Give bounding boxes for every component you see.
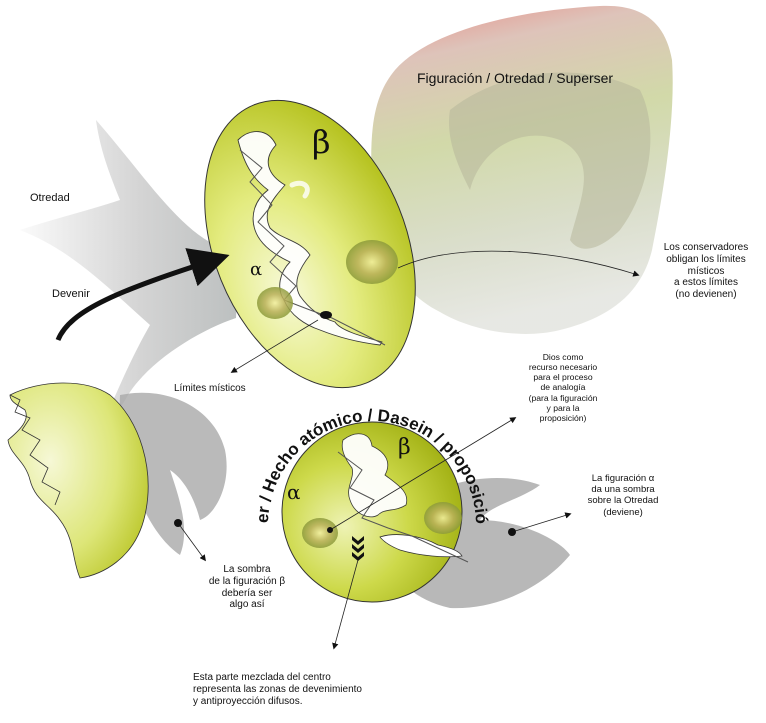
bottom-sphere-cut-2	[379, 534, 463, 558]
bottom-sphere-zigzag	[337, 451, 469, 563]
conservadores-note: Los conservadores obligan los límites mí…	[663, 242, 749, 301]
limites-misticos-label: Límites místicos	[174, 383, 246, 394]
dot-dios	[327, 527, 333, 533]
blob-inner-band	[449, 72, 651, 249]
pointer-sombra-beta	[177, 522, 206, 562]
beta-top-label: β	[312, 123, 331, 161]
bottom-sphere-cut	[341, 433, 408, 518]
top-sphere-cut	[237, 131, 383, 346]
pointer-limites	[230, 319, 319, 373]
top-eye	[320, 311, 332, 319]
beta-bottom-label: β	[398, 435, 411, 460]
center-chevrons-icon	[352, 536, 364, 561]
top-nucleus-right	[346, 240, 398, 284]
sombra-beta-note: La sombra de la figuración β debería ser…	[208, 564, 286, 611]
broken-half-sphere	[7, 382, 149, 579]
otredad-label: Otredad	[30, 192, 70, 204]
alpha-top-label: α	[250, 259, 263, 280]
centro-note: Esta parte mezclada del centro represent…	[193, 672, 362, 707]
pointer-centro	[332, 559, 359, 650]
dot-sombra-beta	[174, 519, 182, 527]
dios-note: Dios como recurso necesario para el proc…	[528, 352, 598, 423]
dot-sombra-alpha	[508, 528, 516, 536]
otredad-funnel	[20, 120, 240, 430]
top-sphere-highlight	[289, 180, 310, 199]
pointer-sombra-alpha	[511, 512, 572, 533]
beta-shadow	[119, 392, 227, 555]
figuracion-title: Figuración / Otredad / Superser	[417, 70, 614, 86]
sombra-alpha-note: La figuración α da una sombra sobre la O…	[587, 473, 659, 518]
top-sphere-zigzag	[239, 149, 386, 346]
pointer-conservadores	[397, 250, 640, 277]
bottom-nucleus-right	[424, 502, 462, 534]
bottom-nucleus-left	[302, 518, 338, 548]
alpha-bottom-label: α	[287, 480, 301, 504]
devenir-arrow	[55, 248, 230, 342]
top-nucleus-left	[257, 287, 293, 319]
devenir-label: Devenir	[52, 288, 90, 300]
half-sphere-crack	[9, 394, 61, 506]
pointer-dios	[329, 417, 517, 531]
